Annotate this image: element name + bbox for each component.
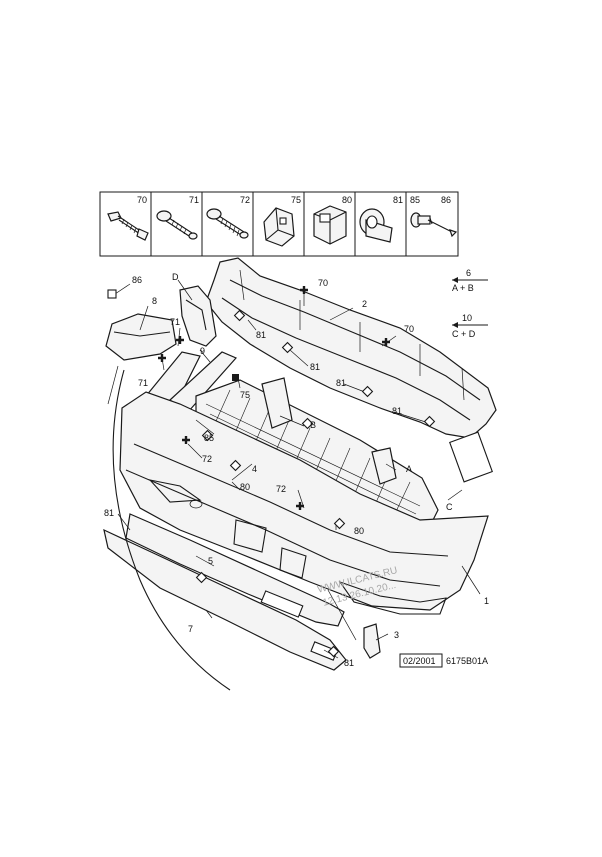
tow-eye-cover: [363, 623, 381, 659]
lower-lip-trim: [103, 513, 347, 671]
pin-86-icon: [427, 217, 458, 238]
diamond-markers: [107, 289, 436, 658]
callout-80-left: 80: [240, 482, 250, 492]
ratio-formula-cd: C + D: [452, 329, 476, 339]
undertray-panel: [105, 313, 177, 361]
rivet-85-icon: [410, 212, 431, 228]
bracket-a: [371, 447, 397, 485]
reinforcement-beam: [205, 257, 497, 483]
callout-a: A: [406, 464, 412, 474]
callout-9: 9: [200, 346, 205, 356]
callout-3: 3: [394, 630, 399, 640]
ratio-number-6: 6: [466, 268, 471, 278]
bracket-b: [261, 377, 293, 429]
callout-81-d: 81: [392, 406, 402, 416]
cross-markers: [158, 286, 390, 510]
callout-4: 4: [252, 464, 257, 474]
callout-71-lower: 71: [138, 378, 148, 388]
callout-c: C: [446, 502, 453, 512]
callout-80-right: 80: [354, 526, 364, 536]
footer-code: 6175B01A: [446, 656, 488, 666]
screw-70-icon: [107, 211, 149, 241]
screw-71-icon: [156, 210, 198, 240]
undertray-swing-line: [112, 369, 231, 691]
callout-81-b: 81: [310, 362, 320, 372]
callout-81-f: 81: [344, 658, 354, 668]
callout-numbers: 86 8 D 71 71 9 70 70 2 81 81 81 81 81 81…: [104, 272, 489, 668]
callout-1: 1: [484, 596, 489, 606]
callout-72-left: 72: [202, 454, 212, 464]
callout-7: 7: [188, 624, 193, 634]
legend-label-86: 86: [441, 195, 451, 205]
callout-5: 5: [208, 556, 213, 566]
clip-75-icon: [263, 207, 295, 247]
bumper-cover: [119, 391, 489, 615]
callout-81-c: 81: [336, 378, 346, 388]
callout-2: 2: [362, 299, 367, 309]
grommet-81-icon: [359, 208, 393, 243]
ratio-key-10: 10 C + D: [452, 313, 488, 339]
callout-b: B: [310, 420, 316, 430]
callout-85: 85: [204, 433, 214, 443]
nut-80-icon: [313, 205, 347, 245]
legend-label-70: 70: [137, 195, 147, 205]
callout-81-a: 81: [256, 330, 266, 340]
callout-8: 8: [152, 296, 157, 306]
footer-date: 02/2001: [403, 656, 436, 666]
callout-70-lower: 70: [404, 324, 414, 334]
legend-label-85: 85: [410, 195, 420, 205]
callout-86: 86: [132, 275, 142, 285]
legend-label-75: 75: [291, 195, 301, 205]
callout-75: 75: [240, 390, 250, 400]
ratio-formula-ab: A + B: [452, 283, 474, 293]
legend-label-81: 81: [393, 195, 403, 205]
legend-label-72: 72: [240, 195, 250, 205]
legend-label-80: 80: [342, 195, 352, 205]
callout-72-center: 72: [276, 484, 286, 494]
legend-label-71: 71: [189, 195, 199, 205]
fastener-legend: 70 71 72 75 80 81 85 86: [99, 191, 459, 257]
callout-71-upper: 71: [170, 317, 180, 327]
callout-70-upper: 70: [318, 278, 328, 288]
callout-d: D: [172, 272, 179, 282]
ratio-key-6: 6 A + B: [452, 268, 488, 293]
ratio-number-10: 10: [462, 313, 472, 323]
footer-reference: 02/2001 6175B01A: [399, 653, 488, 668]
callout-81-e: 81: [104, 508, 114, 518]
left-bracket: [179, 285, 217, 347]
screw-72-icon: [206, 208, 249, 239]
